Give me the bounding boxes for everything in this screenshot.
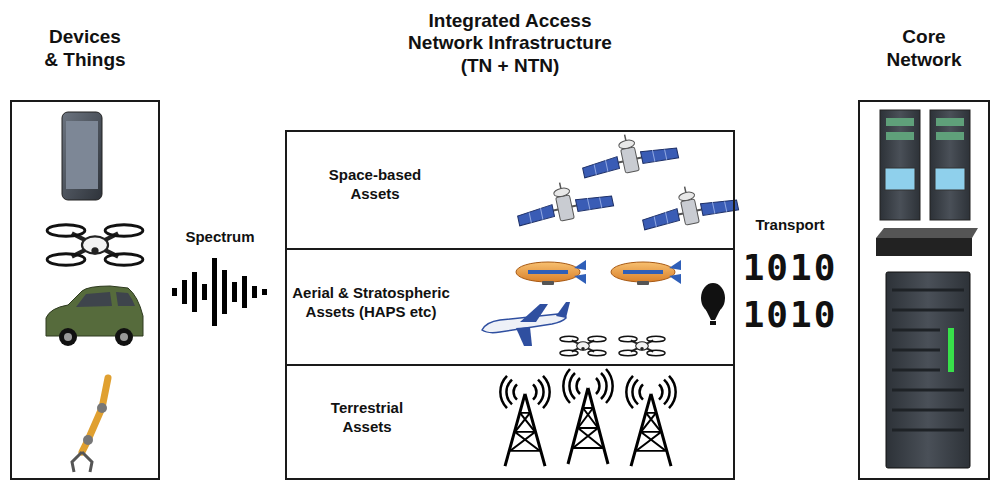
band-label: Space-based Assets — [310, 166, 440, 204]
drone-icon — [619, 336, 665, 356]
satellite-icon — [578, 125, 680, 182]
drone-icon — [47, 225, 143, 266]
spectrum-label: Spectrum — [185, 228, 254, 246]
column-heading: Integrated Access Network Infrastructure… — [390, 10, 630, 78]
band-box: Terrestrial Assets — [287, 364, 733, 478]
airship-icon — [516, 260, 586, 285]
satellite-icon — [513, 173, 615, 230]
bits-label: 1010 — [743, 250, 838, 286]
server-icon — [876, 110, 978, 468]
drone-icon — [560, 336, 606, 356]
band-box: Space-based Assets — [287, 132, 733, 248]
plane-icon — [482, 302, 570, 346]
cell-tower-icon — [626, 376, 675, 466]
balloon-icon — [701, 283, 725, 325]
transport-label: Transport — [755, 216, 824, 234]
cell-tower-icon — [500, 376, 549, 466]
car-icon — [46, 286, 143, 346]
band-box: Aerial & Stratospheric Assets (HAPS etc) — [287, 248, 733, 364]
panel-box: Core Network — [858, 100, 990, 480]
cell-tower-icon — [563, 369, 612, 464]
panel-box: Space-based AssetsAerial & Stratospheric… — [285, 130, 735, 480]
band-label: Terrestrial Assets — [311, 399, 423, 437]
robot-arm-icon — [72, 378, 108, 472]
phone-icon — [62, 112, 102, 200]
band-label: Aerial & Stratospheric Assets (HAPS etc) — [282, 284, 460, 322]
phone-screen — [66, 121, 98, 189]
airship-icon — [611, 260, 681, 285]
satellite-icon — [638, 177, 740, 234]
waveform-icon — [172, 258, 267, 326]
column-heading: Core Network — [879, 26, 969, 72]
panel-box: Devices & Things — [10, 100, 160, 480]
column-heading: Devices & Things — [42, 26, 128, 72]
bits-label: 1010 — [743, 297, 838, 333]
